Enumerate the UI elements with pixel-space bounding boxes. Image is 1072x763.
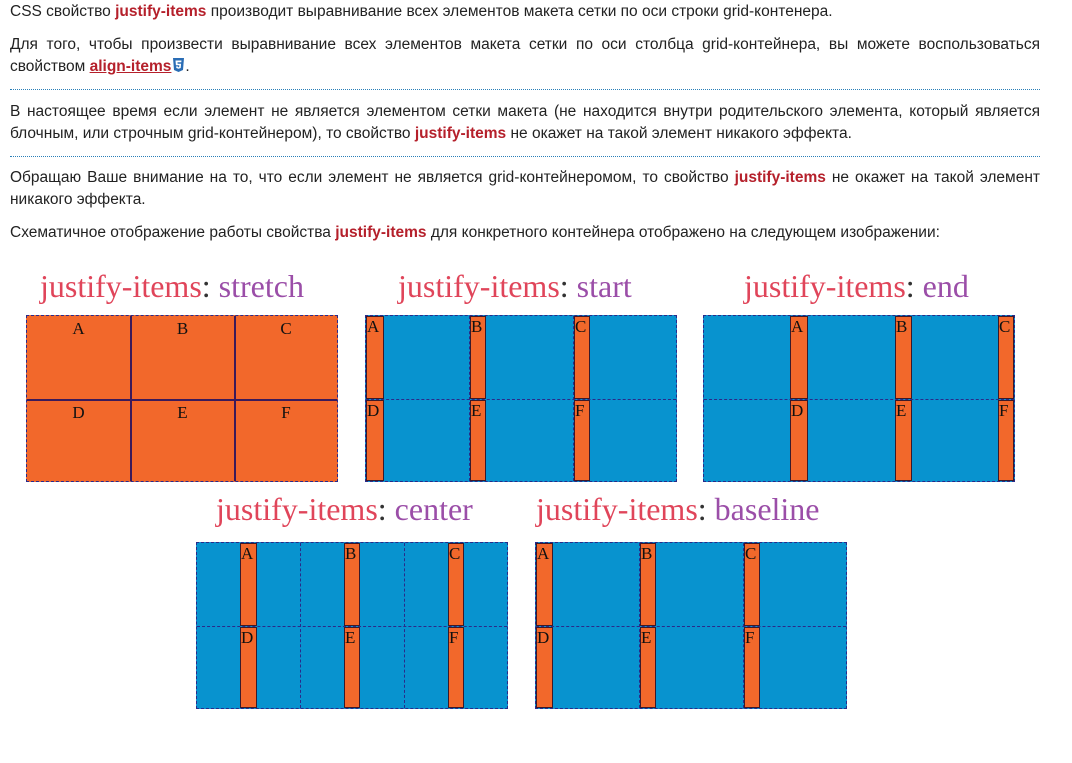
grid-item: E [895,400,912,481]
grid-item: A [72,319,85,338]
grid-container-start: A B C D E F [365,315,677,482]
grid-item: D [790,400,808,481]
grid-item: B [344,543,360,626]
keyword-justify-items: justify-items [734,169,826,186]
grid-item: A [366,316,384,399]
diagram-title-center: justify-items: center [216,491,473,527]
grid-item: C [574,316,590,399]
css3-badge-icon [173,58,185,72]
grid-item: D [366,400,384,481]
diagram-title-baseline: justify-items: baseline [536,491,820,527]
divider [10,156,1040,157]
grid-item: E [640,627,656,708]
paragraph-4: Обращаю Ваше внимание на то, что если эл… [10,169,1040,208]
grid-item: B [470,316,486,399]
grid-item: D [536,627,553,708]
grid-item: B [176,319,189,338]
grid-item: A [790,316,808,399]
grid-item: B [640,543,656,626]
grid-item: F [574,400,590,481]
grid-item: A [240,543,257,626]
grid-item: E [344,627,360,708]
grid-item: C [448,543,464,626]
grid-item: F [998,400,1014,481]
grid-item: F [448,627,464,708]
diagram-title-end: justify-items: end [744,268,969,304]
grid-item: C [280,319,292,338]
paragraph-1: CSS свойство justify-items производит вы… [10,3,833,20]
diagram-title-start: justify-items: start [398,268,632,304]
grid-container-baseline: A B C D E F [535,542,847,709]
paragraph-3: В настоящее время если элемент не являет… [10,103,1040,142]
paragraph-5: Схематичное отображение работы свойства … [10,224,940,241]
grid-container-end: A B C D E F [703,315,1015,482]
paragraph-2: Для того, чтобы произвести выравнивание … [10,36,1040,75]
grid-container-center: A B C D E F [196,542,508,709]
grid-item: E [177,403,188,422]
keyword-justify-items: justify-items [414,125,507,142]
diagram-title-stretch: justify-items: stretch [40,268,304,304]
grid-item: F [744,627,760,708]
keyword-justify-items: justify-items [335,224,427,241]
grid-item: B [895,316,912,399]
grid-item: D [72,403,85,422]
grid-item: D [240,627,257,708]
grid-item: C [998,316,1014,399]
keyword-justify-items: justify-items [115,3,207,20]
align-items-link[interactable]: align-items [89,58,172,75]
grid-item: A [536,543,553,626]
grid-item: C [744,543,760,626]
grid-container-stretch: A B C D E F [26,315,338,482]
grid-item: E [470,400,486,481]
divider [10,89,1040,90]
grid-item: F [281,403,291,422]
